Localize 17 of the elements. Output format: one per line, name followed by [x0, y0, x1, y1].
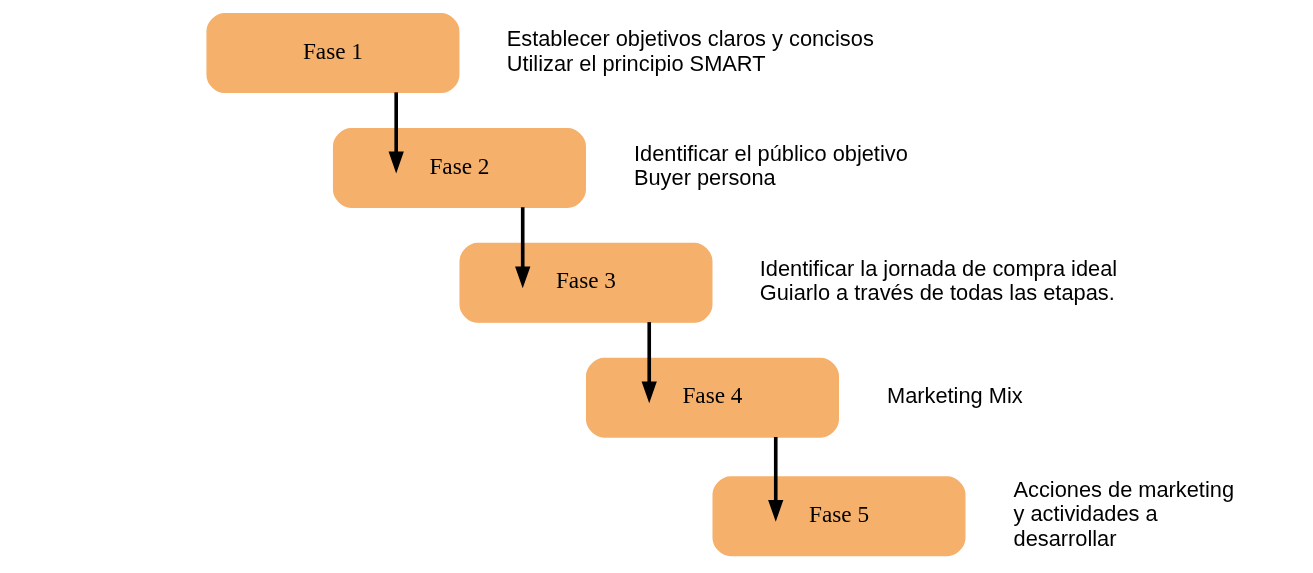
node-label: Establecer objetivos claros y concisos: [506, 25, 874, 51]
node-box: Fase 2: [332, 128, 586, 208]
arrow: [515, 207, 531, 289]
node-label: Guiarlo a través de todas las etapas.: [759, 280, 1115, 306]
node-label: Utilizar el principio SMART: [506, 50, 766, 76]
node-label: Identificar la jornada de compra ideal: [759, 255, 1118, 281]
node-label: Buyer persona: [633, 165, 776, 191]
node-box: Fase 5: [712, 476, 966, 557]
node-label: Identificar el público objetivo: [633, 140, 908, 166]
arrow: [388, 92, 404, 174]
node-label: Acciones de marketing y actividades a desarrollar: [1013, 476, 1235, 552]
node-box: Fase 3: [459, 242, 713, 323]
node-label: Marketing Mix: [886, 382, 1023, 408]
node-box: Fase 4: [585, 357, 839, 438]
arrow: [768, 437, 784, 522]
node-box: Fase 1: [206, 13, 460, 94]
arrow: [641, 322, 657, 404]
